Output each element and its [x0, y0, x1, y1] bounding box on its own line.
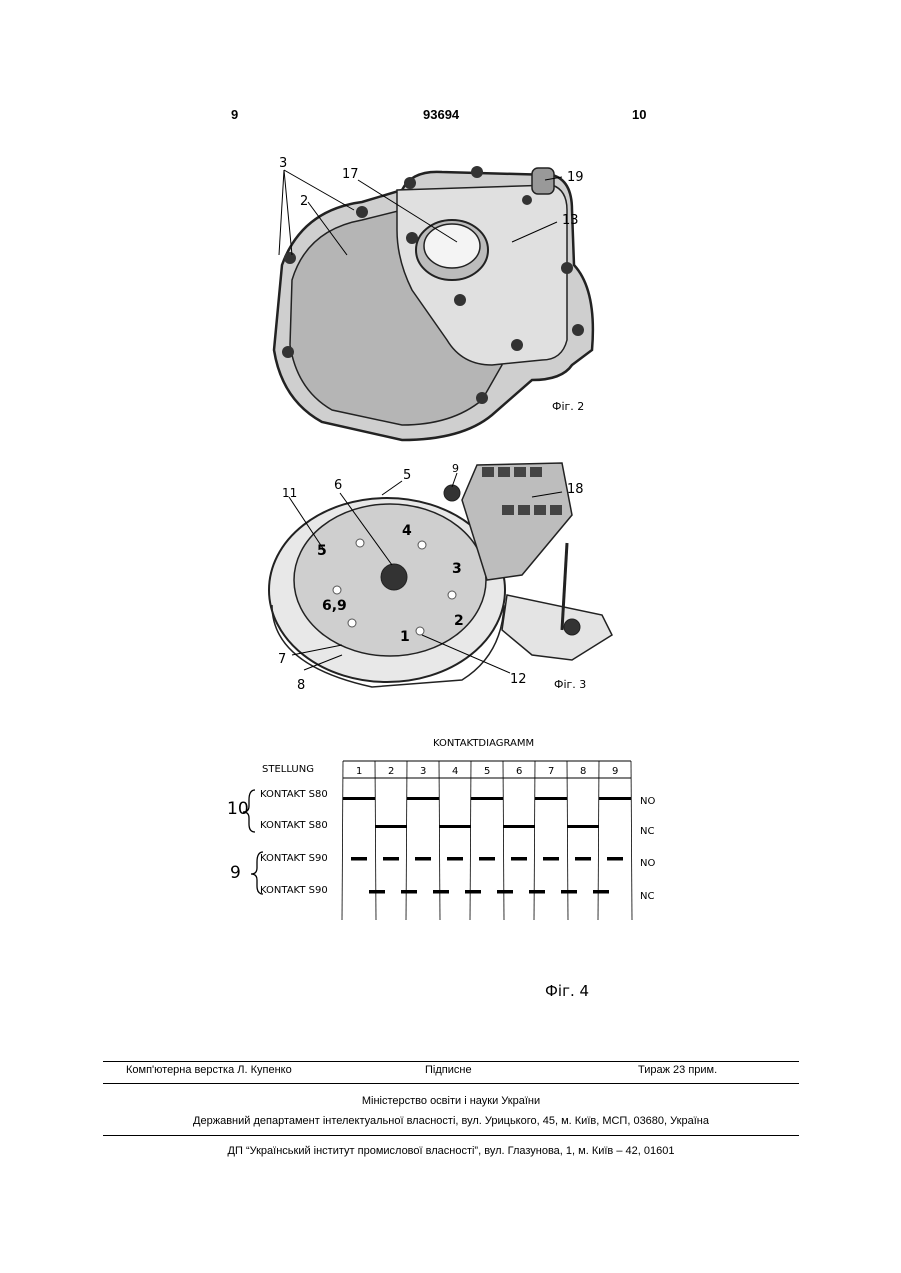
contact-bar-s90-nc — [497, 890, 513, 894]
position-number: 6 — [516, 766, 522, 777]
contact-bar-s80-no — [407, 797, 439, 800]
grid-line — [375, 761, 376, 920]
contact-bar-s90-no — [511, 857, 527, 861]
position-number: 2 — [388, 766, 394, 777]
figure-4-contact-diagram: KONTAKTDIAGRAMM STELLUNG 123456789 10 9 … — [215, 728, 665, 1008]
dial-number-2: 2 — [454, 613, 464, 629]
figure-2-housing: 3 17 19 13 2 Фіг. 2 — [262, 150, 622, 450]
fig3-label-18: 18 — [567, 482, 584, 497]
grid-line — [406, 761, 407, 920]
contact-bar-s90-nc — [433, 890, 449, 894]
fig2-label-2: 2 — [300, 194, 308, 209]
fig2-label-17: 17 — [342, 167, 359, 182]
position-number: 3 — [420, 766, 426, 777]
position-number: 4 — [452, 766, 458, 777]
group-9-label: 9 — [230, 863, 241, 883]
fig3-label-11: 11 — [282, 486, 297, 500]
dial-illustration — [269, 463, 612, 687]
fig3-label-9: 9 — [452, 462, 459, 475]
contact-bar-s90-nc — [561, 890, 577, 894]
position-number: 7 — [548, 766, 554, 777]
grid-line — [439, 761, 440, 920]
contact-bar-s90-nc — [529, 890, 545, 894]
diagram-title: KONTAKTDIAGRAMM — [433, 738, 534, 749]
grid-line — [470, 761, 471, 920]
patent-number: 93694 — [423, 107, 459, 122]
position-number: 8 — [580, 766, 586, 777]
contact-bars — [343, 797, 631, 894]
fig2-caption: Фіг. 2 — [552, 400, 584, 413]
page-number-left: 9 — [231, 107, 238, 122]
grid-line — [342, 761, 343, 920]
grid-line — [503, 761, 504, 920]
row-label-s80-nc: KONTAKT S80 — [260, 820, 328, 831]
signed-note: Підписне — [425, 1064, 472, 1076]
contact-bar-s90-no — [575, 857, 591, 861]
footer-rule-bottom — [103, 1135, 799, 1136]
fig3-label-6: 6 — [334, 478, 342, 493]
grid-line — [534, 761, 535, 920]
contact-bar-s80-nc — [503, 825, 535, 828]
contact-bar-s90-nc — [465, 890, 481, 894]
dial-number-6-9: 6,9 — [322, 598, 347, 614]
fig3-label-5: 5 — [403, 468, 411, 483]
grid-line — [631, 761, 632, 920]
department-line: Державний департамент інтелектуальної вл… — [103, 1115, 799, 1127]
contact-bar-s90-no — [383, 857, 399, 861]
contact-bar-s80-nc — [375, 825, 407, 828]
fig2-label-3: 3 — [279, 156, 287, 171]
group-10-label: 10 — [227, 799, 249, 819]
row-state-s90-no: NO — [640, 858, 655, 869]
contact-bar-s90-no — [607, 857, 623, 861]
fig3-caption: Фіг. 3 — [554, 678, 586, 691]
dial-number-3: 3 — [452, 561, 462, 577]
fig3-label-8: 8 — [297, 678, 305, 693]
page-number-right: 10 — [632, 107, 646, 122]
row-state-s80-no: NO — [640, 796, 655, 807]
fig3-label-12: 12 — [510, 672, 527, 687]
contact-bar-s80-no — [471, 797, 503, 800]
row-label-s90-nc: KONTAKT S90 — [260, 885, 328, 896]
footer-rule-top — [103, 1061, 799, 1062]
fig3-label-7: 7 — [278, 652, 286, 667]
figure-3-dial: 6 5 9 18 11 7 8 12 4 5 3 6,9 2 1 Фіг. 3 — [262, 455, 622, 700]
contact-bar-s90-no — [543, 857, 559, 861]
typesetting-credit: Комп'ютерна верстка Л. Купенко — [126, 1064, 292, 1076]
row-state-s80-nc: NC — [640, 826, 654, 837]
contact-bar-s80-no — [343, 797, 375, 800]
institute-line: ДП “Український інститут промислової вла… — [103, 1145, 799, 1157]
position-number: 5 — [484, 766, 490, 777]
contact-bar-s90-nc — [593, 890, 609, 894]
row-state-s90-nc: NC — [640, 891, 654, 902]
position-number: 1 — [356, 766, 362, 777]
fig2-label-19: 19 — [567, 170, 584, 185]
position-number: 9 — [612, 766, 618, 777]
grid-line — [567, 761, 568, 920]
contact-bar-s90-no — [351, 857, 367, 861]
contact-bar-s80-no — [599, 797, 631, 800]
fig2-label-13: 13 — [562, 213, 579, 228]
diagram-grid — [342, 761, 632, 920]
row-label-s90-no: KONTAKT S90 — [260, 853, 328, 864]
row-label-s80-no: KONTAKT S80 — [260, 789, 328, 800]
position-numbers: 1 2 3 4 5 6 7 8 9 — [356, 766, 618, 777]
circulation-note: Тираж 23 прим. — [638, 1064, 717, 1076]
housing-illustration — [274, 166, 593, 440]
stellung-label: STELLUNG — [262, 764, 314, 775]
grid-line — [598, 761, 599, 920]
fig4-caption: Фіг. 4 — [545, 982, 589, 1000]
dial-number-5: 5 — [317, 543, 327, 559]
footer-rule-middle — [103, 1083, 799, 1084]
dial-number-4: 4 — [402, 523, 412, 539]
ministry-line: Міністерство освіти і науки України — [103, 1095, 799, 1107]
contact-bar-s90-nc — [369, 890, 385, 894]
contact-bar-s90-no — [415, 857, 431, 861]
contact-bar-s80-nc — [567, 825, 599, 828]
contact-bar-s80-no — [535, 797, 567, 800]
contact-bar-s90-no — [447, 857, 463, 861]
contact-bar-s80-nc — [439, 825, 471, 828]
contact-bar-s90-nc — [401, 890, 417, 894]
dial-number-1: 1 — [400, 629, 410, 645]
contact-bar-s90-no — [479, 857, 495, 861]
